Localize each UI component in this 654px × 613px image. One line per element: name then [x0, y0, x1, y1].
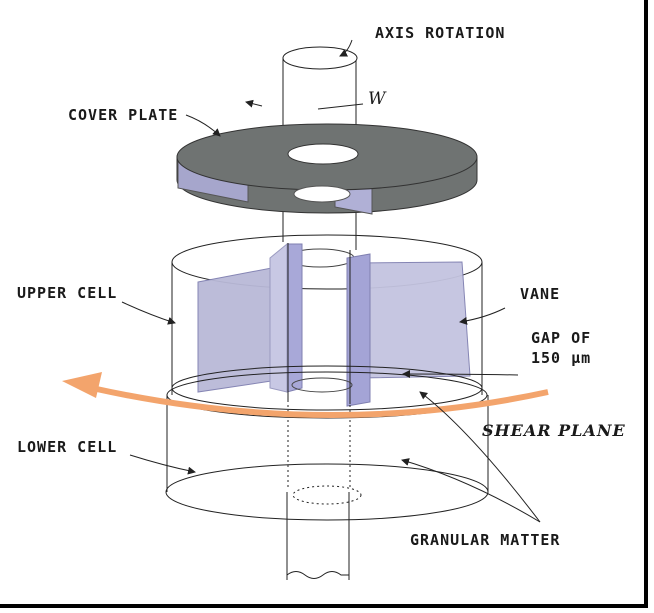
- vane-blades: [197, 242, 471, 407]
- label-granular-matter: GRANULAR MATTER: [410, 531, 560, 549]
- label-w: W: [368, 89, 387, 109]
- label-lower-cell: LOWER CELL: [17, 438, 117, 456]
- vane-blade-right: [357, 261, 471, 379]
- label-axis-rotation: AXIS ROTATION: [375, 24, 505, 42]
- vane-blade-back: [286, 243, 303, 393]
- lower-cell: [165, 395, 489, 521]
- shaft: [282, 46, 358, 580]
- cover-plate-hole: [287, 143, 359, 165]
- cover-plate: [176, 123, 478, 215]
- rotation-arrow: [62, 372, 549, 418]
- vane-blade-front: [346, 253, 371, 407]
- label-shear-plane: SHEAR PLANE: [482, 421, 626, 440]
- label-cover-plate: COVER PLATE: [68, 106, 178, 124]
- label-vane: VANE: [520, 285, 560, 303]
- label-upper-cell: UPPER CELL: [17, 284, 117, 302]
- label-gap-line1: GAP OF: [531, 329, 591, 347]
- label-gap-line2: 150 μm: [531, 349, 591, 367]
- leader-lines: [121, 39, 541, 523]
